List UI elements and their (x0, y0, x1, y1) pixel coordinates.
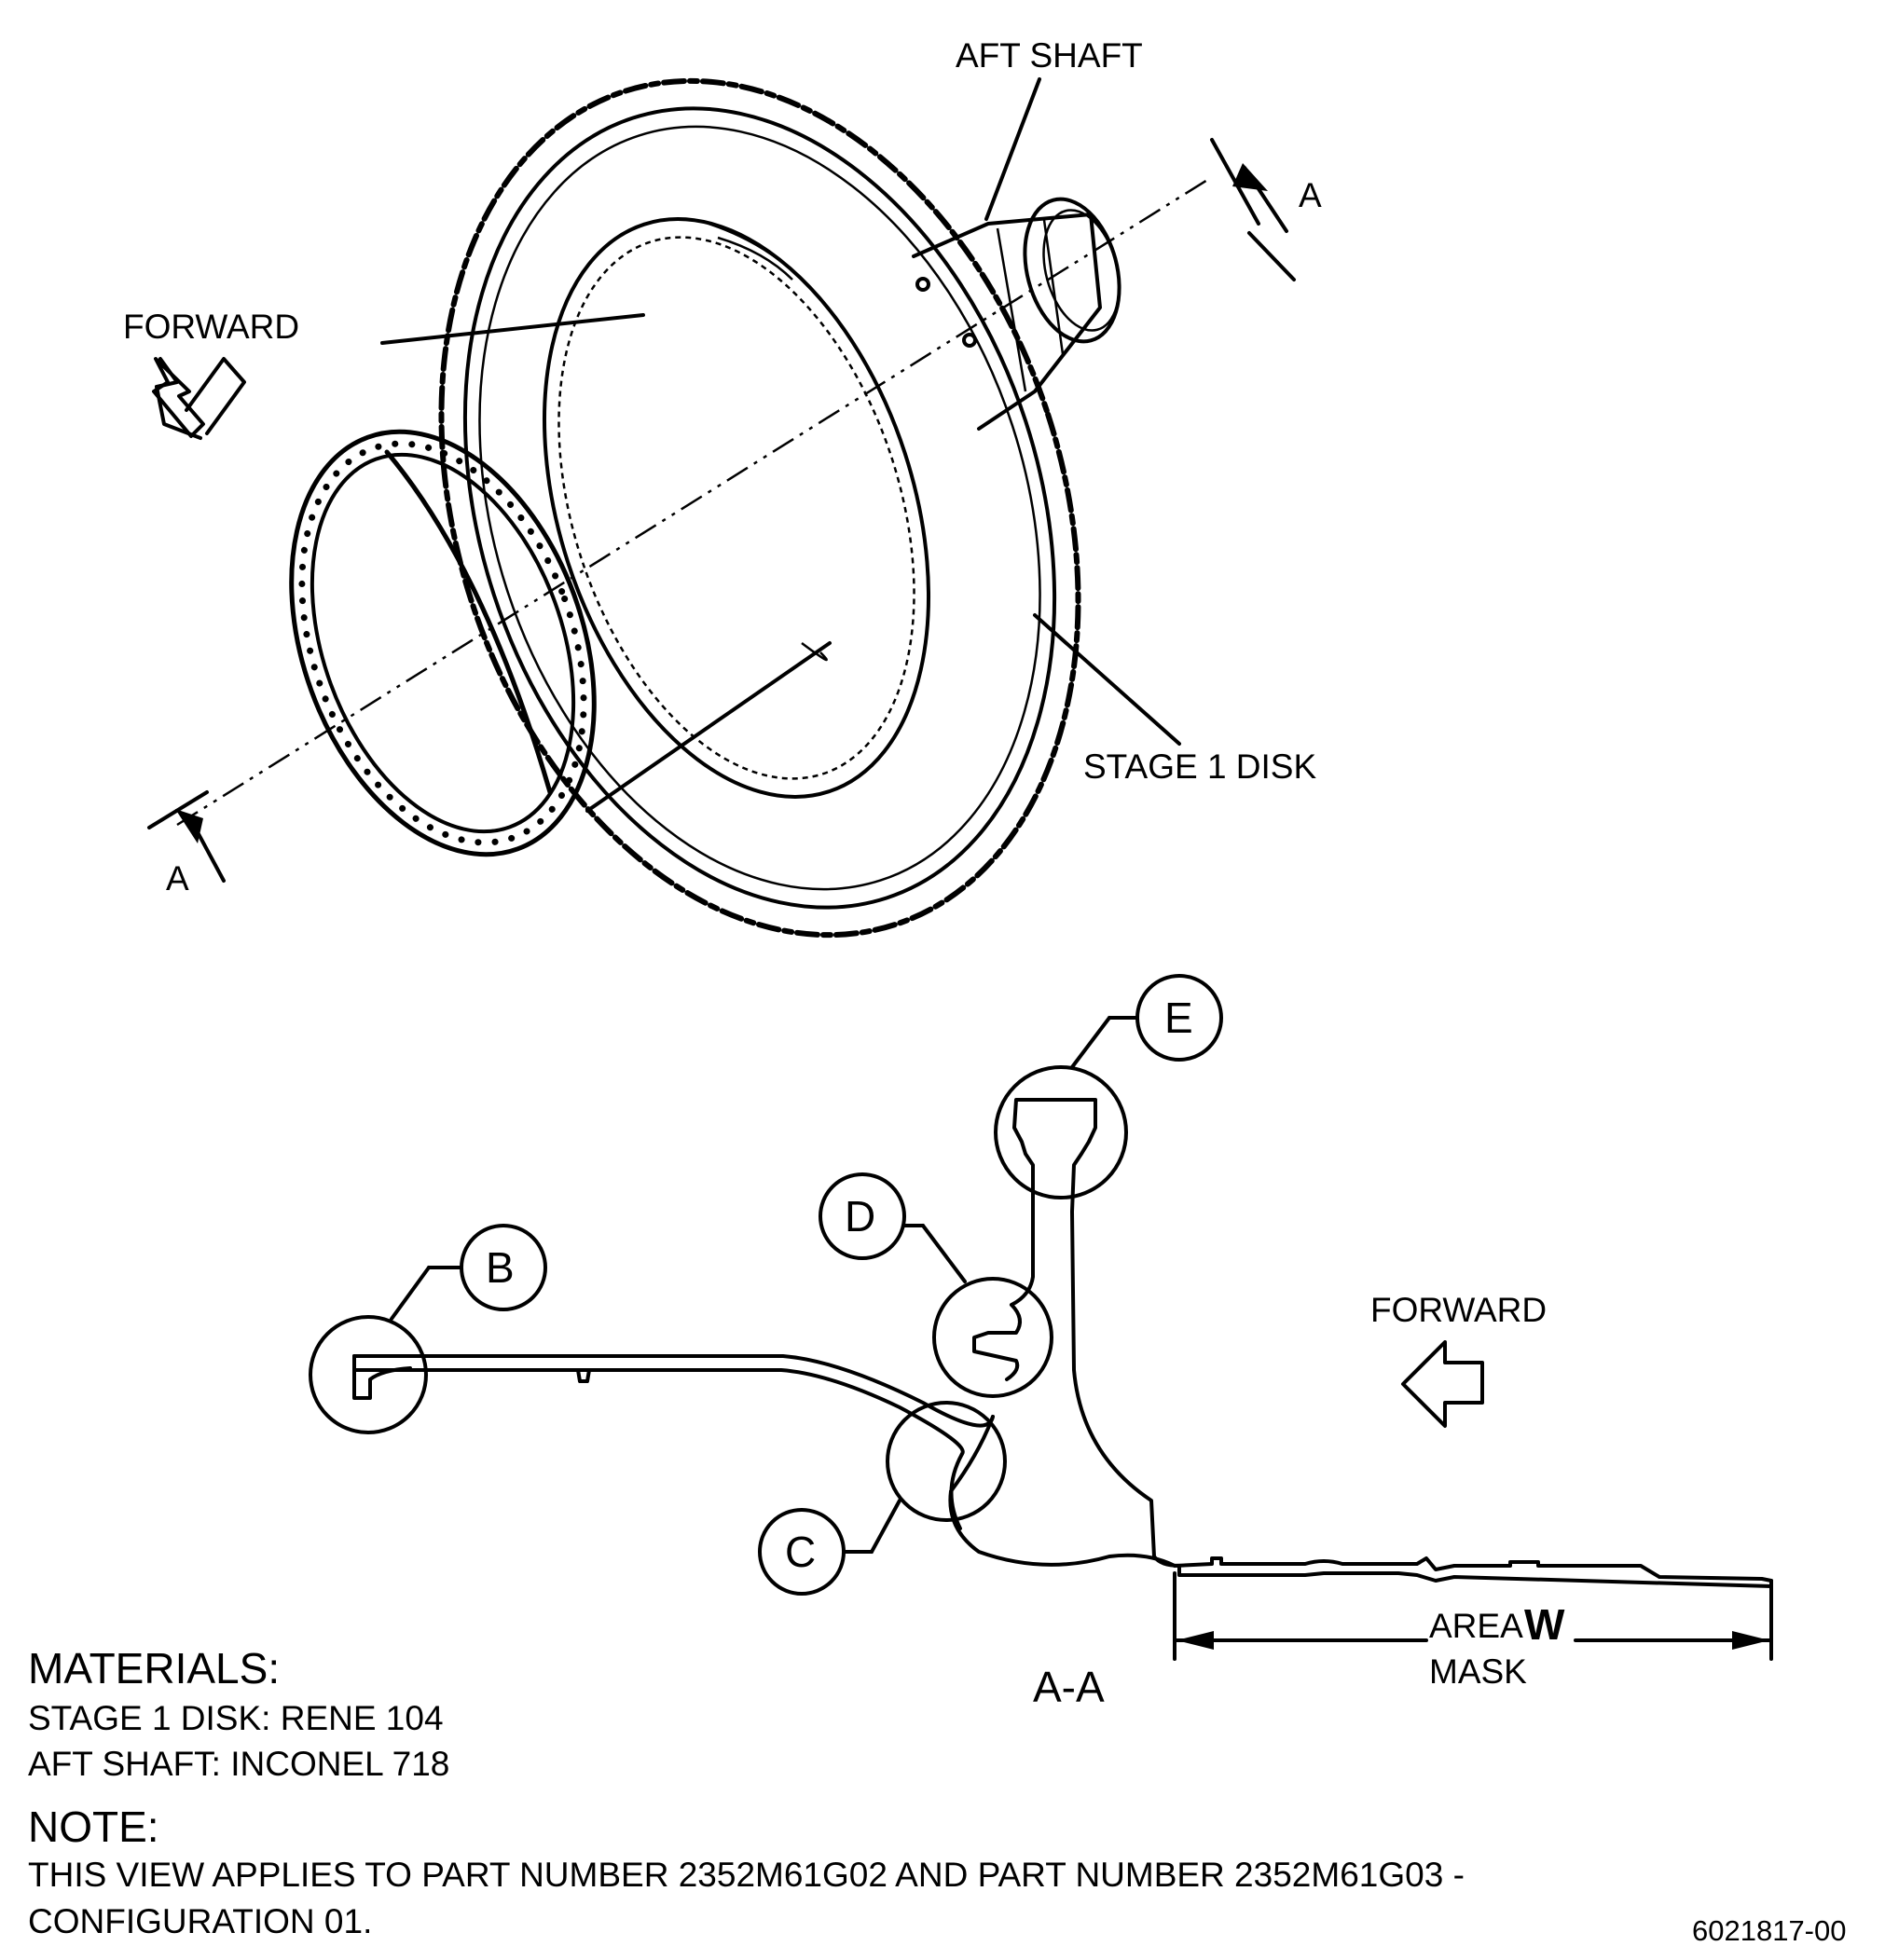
callout-c-letter: C (785, 1528, 816, 1576)
figure-id: 6021817-00 (1692, 1914, 1847, 1947)
area-w-dimension (1173, 1571, 1773, 1661)
label-forward-top: FORWARD (123, 308, 299, 346)
forward-cylinder-drawing (289, 313, 832, 857)
centerline (176, 175, 1213, 827)
note-line2: CONFIGURATION 01. (28, 1902, 372, 1940)
callout-d-letter: D (845, 1192, 875, 1240)
detail-circle-d (932, 1277, 1053, 1398)
forward-arrow-top (152, 357, 246, 440)
note-heading: NOTE: (28, 1802, 159, 1851)
materials-line1: STAGE 1 DISK: RENE 104 (28, 1699, 444, 1737)
section-title: A-A (1033, 1663, 1105, 1711)
callout-e-letter: E (1164, 994, 1193, 1042)
section-view (309, 974, 1773, 1661)
stage1-disk-drawing (438, 77, 1081, 939)
forward-arrow-section (1401, 1340, 1484, 1428)
detail-circle-c (886, 1401, 1007, 1522)
materials-heading: MATERIALS: (28, 1644, 280, 1693)
callout-d (819, 1172, 906, 1260)
aft-shaft-drawing (912, 197, 1121, 431)
section-cut-mark-top (1210, 138, 1296, 281)
label-area: AREA (1429, 1607, 1523, 1645)
section-cut-mark-bottom (147, 790, 226, 883)
callout-b-letter: B (486, 1243, 515, 1292)
label-area-letter: W (1524, 1600, 1565, 1649)
isometric-view (147, 77, 1296, 939)
leader-aft-shaft (984, 77, 1041, 221)
note-line1: THIS VIEW APPLIES TO PART NUMBER 2352M61… (28, 1856, 1465, 1894)
label-section-mark-top: A (1299, 176, 1322, 214)
label-stage1-disk: STAGE 1 DISK (1083, 747, 1316, 786)
detail-circle-b (309, 1315, 428, 1434)
label-forward-section: FORWARD (1370, 1291, 1547, 1329)
label-section-mark-bottom: A (166, 859, 189, 898)
leader-stage1-disk (1033, 613, 1181, 746)
label-aft-shaft: AFT SHAFT (956, 36, 1143, 75)
detail-circle-e (994, 1065, 1128, 1199)
label-mask: MASK (1429, 1652, 1527, 1691)
materials-line2: AFT SHAFT: INCONEL 718 (28, 1745, 449, 1783)
